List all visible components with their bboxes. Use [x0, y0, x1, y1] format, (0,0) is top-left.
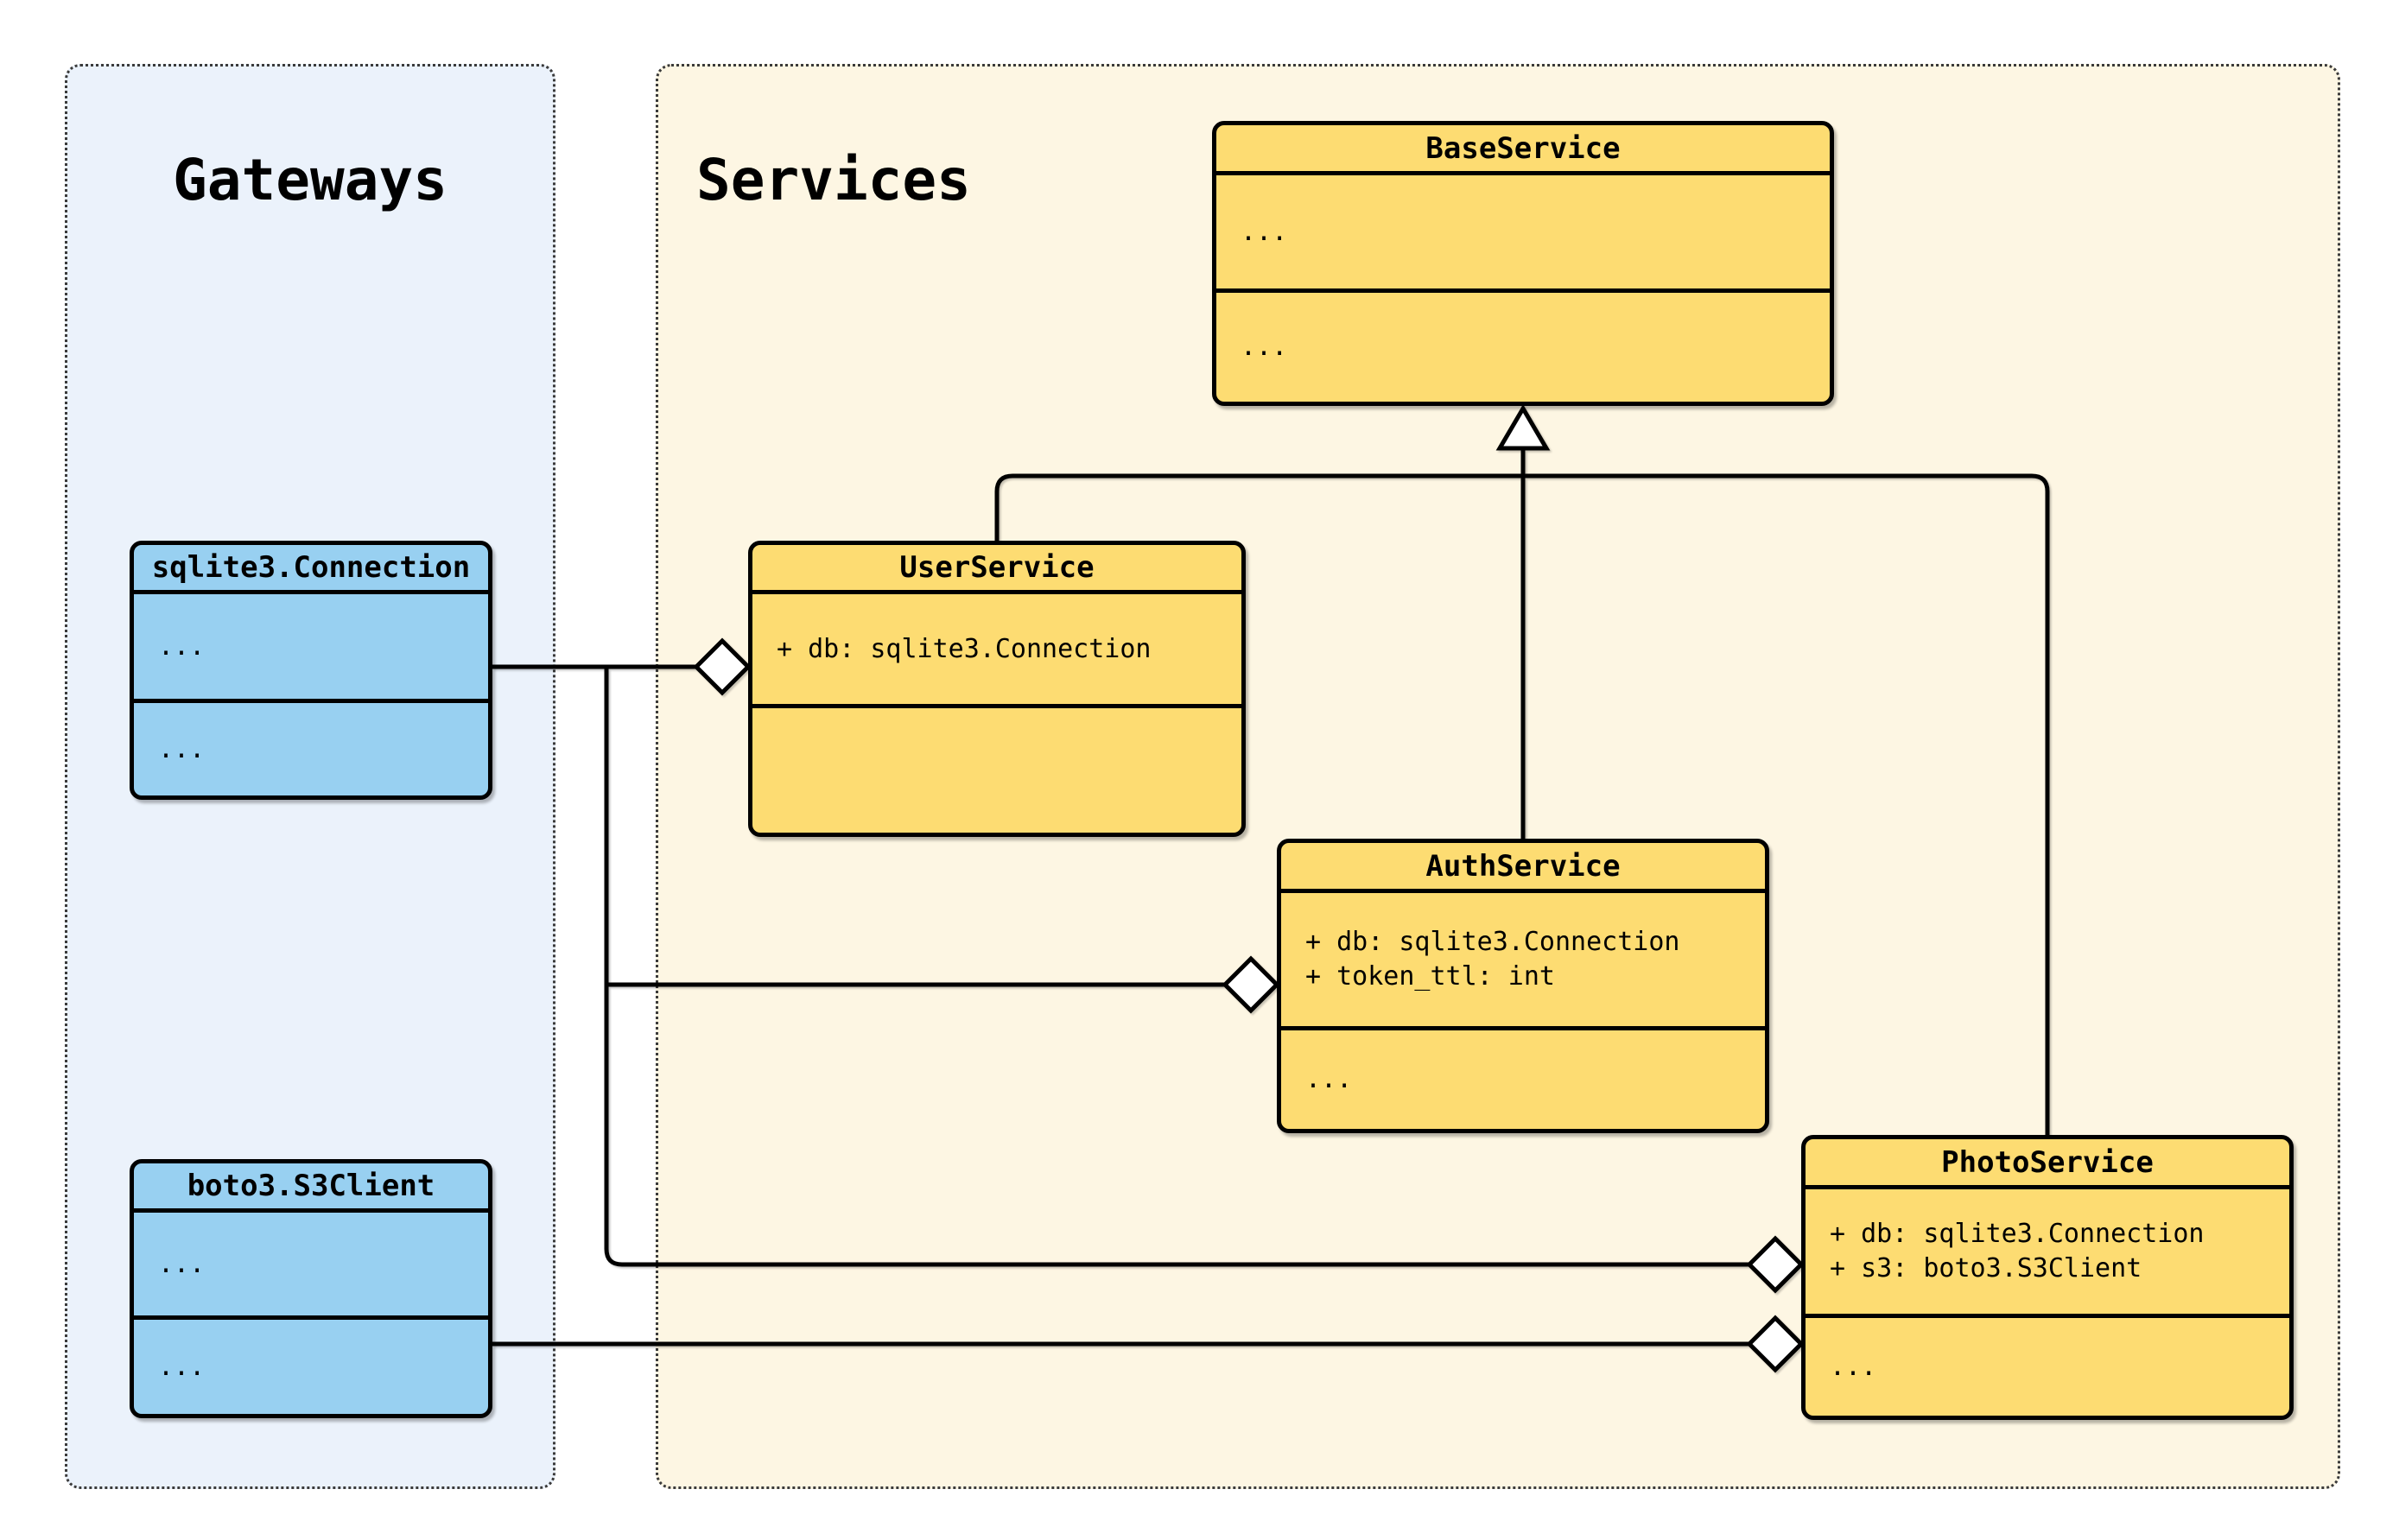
panel-services-title: Services: [696, 147, 971, 213]
class-userservice-title: UserService: [899, 550, 1095, 585]
class-photoservice: PhotoService + db: sqlite3.Connection + …: [1801, 1135, 2294, 1420]
class-boto3-s3client: boto3.S3Client ... ...: [130, 1159, 492, 1418]
attribute-row: + db: sqlite3.Connection: [1830, 1219, 2205, 1249]
class-baseservice: BaseService ... ...: [1212, 121, 1834, 406]
class-photoservice-title: PhotoService: [1941, 1144, 2154, 1180]
attribute-row: + s3: boto3.S3Client: [1830, 1253, 2142, 1283]
method-row: ...: [1241, 332, 1288, 362]
attribute-row: + token_ttl: int: [1305, 961, 1555, 992]
class-photoservice-attributes: + db: sqlite3.Connection + s3: boto3.S3C…: [1806, 1185, 2289, 1314]
class-sqlite3-connection-methods: ...: [134, 699, 488, 795]
class-boto3-s3client-title: boto3.S3Client: [187, 1169, 435, 1203]
class-userservice: UserService + db: sqlite3.Connection: [748, 541, 1246, 837]
attribute-row: ...: [158, 631, 206, 662]
class-sqlite3-connection-attributes: ...: [134, 590, 488, 699]
class-authservice-methods: ...: [1281, 1026, 1765, 1129]
class-sqlite3-connection: sqlite3.Connection ... ...: [130, 541, 492, 800]
class-baseservice-title: BaseService: [1425, 130, 1621, 166]
attribute-row: + db: sqlite3.Connection: [777, 633, 1152, 664]
class-authservice: AuthService + db: sqlite3.Connection + t…: [1277, 839, 1769, 1133]
method-row: ...: [1830, 1351, 1877, 1382]
class-boto3-s3client-attributes: ...: [134, 1208, 488, 1315]
class-authservice-title: AuthService: [1425, 848, 1621, 884]
class-boto3-s3client-methods: ...: [134, 1315, 488, 1414]
method-row: ...: [158, 1351, 206, 1382]
class-baseservice-methods: ...: [1216, 288, 1830, 402]
attribute-row: + db: sqlite3.Connection: [1305, 927, 1680, 957]
class-authservice-attributes: + db: sqlite3.Connection + token_ttl: in…: [1281, 889, 1765, 1026]
panel-gateways-title: Gateways: [173, 147, 447, 213]
class-userservice-attributes: + db: sqlite3.Connection: [752, 590, 1241, 704]
class-sqlite3-connection-title: sqlite3.Connection: [151, 550, 471, 585]
method-row: ...: [1305, 1064, 1353, 1094]
method-row: ...: [158, 733, 206, 764]
attribute-row: ...: [1241, 216, 1288, 247]
class-photoservice-methods: ...: [1806, 1314, 2289, 1416]
class-userservice-methods: [752, 704, 1241, 833]
class-baseservice-attributes: ...: [1216, 171, 1830, 288]
attribute-row: ...: [158, 1248, 206, 1279]
